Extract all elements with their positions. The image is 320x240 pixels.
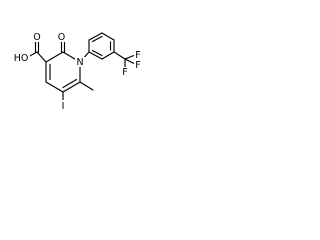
bond-cf3-f1 xyxy=(124,54,136,60)
atom-fluorine-1: F xyxy=(135,50,140,61)
atom-o-acid-carbonyl: O xyxy=(33,32,40,43)
atom-o-ring-carbonyl: O xyxy=(58,32,65,43)
bond-c6-methyl xyxy=(79,81,94,91)
bond-ph-5 xyxy=(101,51,115,60)
bond-ph-2 xyxy=(88,32,103,41)
bond-c6-c5 xyxy=(62,81,81,93)
atom-hydroxyl: HO xyxy=(14,53,29,64)
atom-fluorine-2: F xyxy=(122,67,127,78)
atom-labels: O O HO N I F F F xyxy=(12,32,143,112)
bond-c6-c5-inner xyxy=(62,78,78,89)
bond-c3-c2 xyxy=(45,51,64,63)
atom-n-ring: N xyxy=(76,57,83,68)
bond-c3-cooh xyxy=(36,51,47,63)
bond-ph-2-inner xyxy=(91,35,103,43)
bond-ph-6 xyxy=(88,51,103,60)
bond-c5-c4 xyxy=(45,81,64,93)
bond-ph-3 xyxy=(101,32,115,41)
chemical-structure: O O HO N I F F F xyxy=(12,32,143,112)
bond-ph-cf3 xyxy=(113,51,126,60)
bond-ph-6-inner xyxy=(91,49,103,57)
bond-cf3-f3 xyxy=(124,58,136,65)
atom-iodine: I xyxy=(62,101,65,112)
atom-fluorine-3: F xyxy=(135,60,140,71)
